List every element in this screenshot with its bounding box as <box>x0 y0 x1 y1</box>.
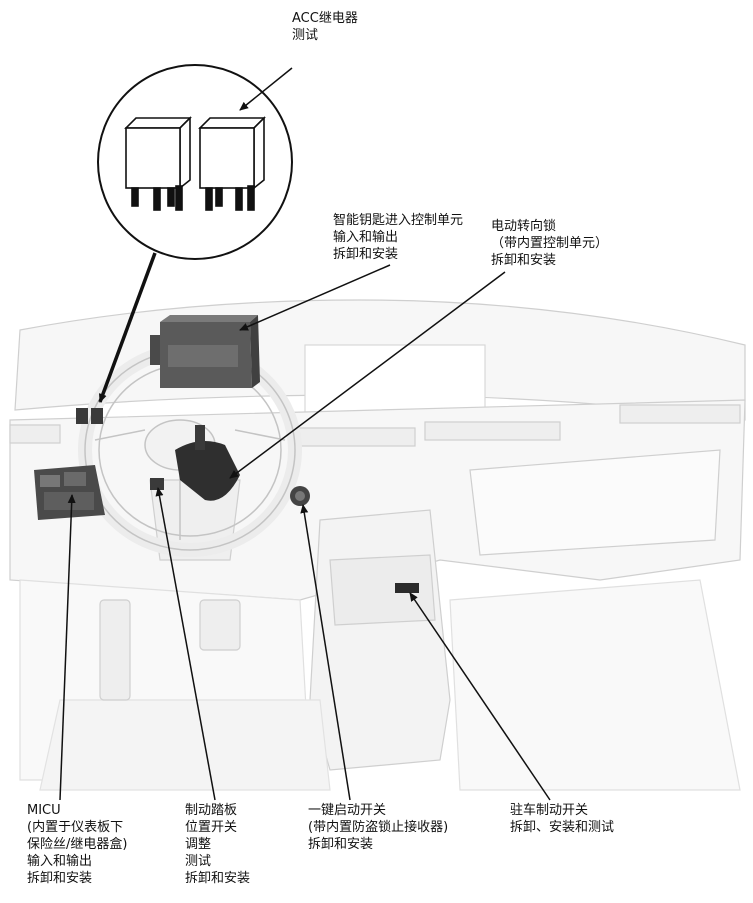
micu-fuse-box <box>34 465 105 520</box>
relay-left <box>124 116 192 211</box>
leader-micu <box>59 494 76 801</box>
label-steering-lock: 电动转向锁 （带内置控制单元） 拆卸和安装 <box>491 219 609 268</box>
dashboard-outline <box>9 299 746 791</box>
smart-key-unit <box>150 315 260 388</box>
leader-smart-key <box>239 264 391 331</box>
label-brake-pedal: 制动踏板 位置开关 调整 测试 拆卸和安装 <box>185 803 251 886</box>
acc-relay-magnifier <box>97 64 293 260</box>
leader-acc-relay <box>239 67 293 111</box>
label-parking-brake: 驻车制动开关 拆卸、安装和测试 <box>510 803 615 835</box>
label-micu: MICU (内置于仪表板下 保险丝/继电器盒) 输入和输出 拆卸和安装 <box>27 803 128 886</box>
leader-brake-pedal <box>155 487 216 801</box>
parking-brake-switch <box>395 583 419 593</box>
leader-parking-brake <box>409 592 551 801</box>
acc-relay-location <box>76 408 103 424</box>
label-smart-key: 智能钥匙进入控制单元 输入和输出 拆卸和安装 <box>333 213 464 262</box>
steering-lock <box>175 425 240 501</box>
leader-start-button <box>300 504 351 801</box>
start-button <box>290 486 310 506</box>
leader-steering-lock <box>229 271 506 479</box>
leader-lines <box>59 67 551 801</box>
brake-pedal-switch <box>150 478 164 490</box>
label-start-button: 一键启动开关 (带内置防盗锁止接收器) 拆卸和安装 <box>308 803 449 852</box>
leader-magnifier <box>98 252 157 403</box>
label-acc-relay: ACC继电器 测试 <box>292 11 358 43</box>
relay-right <box>198 116 266 211</box>
